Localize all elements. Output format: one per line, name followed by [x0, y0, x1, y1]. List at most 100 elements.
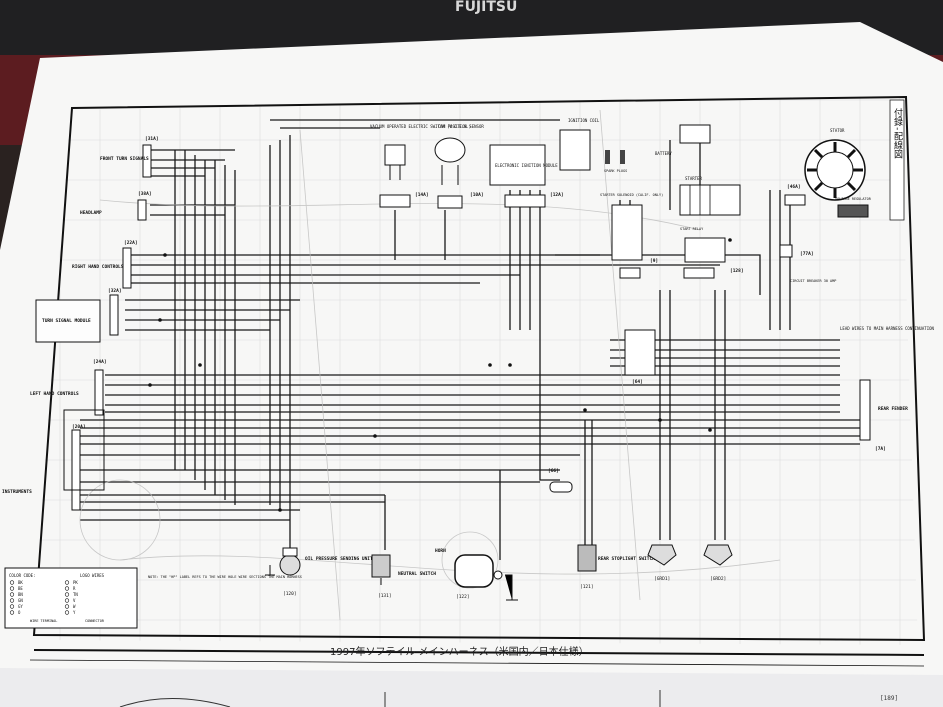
- wire-bundle: [80, 119, 860, 560]
- color-legend: COLOR CODE: LOGO WIRES WIRE TERMINAL CON…: [4, 567, 138, 629]
- conn-38a: [38A]: [138, 191, 152, 197]
- start-relay: START RELAY: [680, 227, 726, 263]
- oil-pressure-unit: OIL PRESSURE SENDING UNIT [120]: [265, 547, 373, 597]
- legend-swatch: [64, 592, 70, 597]
- legend-swatch: [64, 586, 70, 591]
- label-solenoid: STARTER SOLENOID (CALIF. ONLY): [600, 193, 663, 197]
- legend-swatch: [9, 580, 15, 585]
- label-stoplight-switch: REAR STOPLIGHT SWITCH: [598, 556, 655, 562]
- left-connectors: [35, 144, 152, 511]
- label-stator: STATOR: [830, 128, 845, 133]
- label-turn-signal-module: TURN SIGNAL MODULE: [42, 318, 91, 324]
- conn-120: [120]: [283, 591, 297, 597]
- legend-swatch: [64, 604, 70, 609]
- starter-motor: STARTER: [679, 176, 741, 216]
- label-left-hand-controls: LEFT HAND CONTROLS: [30, 391, 79, 397]
- conn-66: [66]: [548, 468, 559, 474]
- label-cam-sensor: CAM POSITION SENSOR: [438, 124, 484, 129]
- conn-22a: [22A]: [124, 240, 138, 246]
- horn: HORN [122]: [435, 548, 518, 601]
- legend-swatch: [64, 580, 70, 585]
- conn-122: [122]: [456, 594, 470, 600]
- conn-12a: [12A]: [550, 192, 564, 198]
- conn-31a: [31A]: [145, 136, 159, 142]
- label-neutral-switch: NEUTRAL SWITCH: [398, 571, 436, 577]
- label-circuit-breaker: CIRCUIT BREAKER 30 AMP: [790, 279, 836, 283]
- side-tab: [889, 99, 905, 221]
- label-starter: STARTER: [685, 176, 702, 181]
- neutral-switch: NEUTRAL SWITCH [131]: [371, 554, 436, 599]
- legend-entry: Y: [73, 610, 76, 615]
- rear-stoplight-switch: REAR STOPLIGHT SWITCH [121]: [577, 544, 655, 590]
- conn-128: [128]: [730, 268, 744, 274]
- legend-swatch: [9, 610, 15, 615]
- legend-header-right: LOGO WIRES: [80, 573, 105, 578]
- legend-footer-right: CONNECTOR: [85, 619, 105, 623]
- conn-121: [121]: [580, 584, 594, 590]
- label-voltage-regulator: VOLTAGE REGULATOR: [835, 197, 872, 201]
- label-front-turn-signals: FRONT TURN SIGNALS: [100, 156, 149, 162]
- circuit-breaker: CIRCUIT BREAKER 30 AMP: [779, 244, 836, 283]
- legend-entry: R: [73, 586, 76, 591]
- legend-entry: BN: [18, 592, 23, 597]
- legend-swatch: [9, 586, 15, 591]
- conn-14a: [14A]: [415, 192, 429, 198]
- cam-position-sensor: CAM POSITION SENSOR: [434, 124, 484, 209]
- conn-7a: [7A]: [875, 446, 886, 452]
- conn-131: [131]: [378, 593, 392, 599]
- label-grd2: [GRD2]: [710, 576, 726, 582]
- stator: STATOR: [804, 128, 866, 201]
- legend-swatch: [9, 604, 15, 609]
- ignition-module: ELECTRONIC IGNITION MODULE: [489, 144, 558, 208]
- conn-9: [9]: [650, 258, 658, 264]
- legend-entry: V: [73, 598, 76, 603]
- legend-swatch: [64, 598, 70, 603]
- label-oil-pressure: OIL PRESSURE SENDING UNIT: [305, 556, 373, 562]
- ground-grd2: [GRD2]: [703, 544, 733, 582]
- legend-entry: BE: [18, 586, 23, 591]
- label-horn: HORN: [435, 548, 446, 554]
- page-number: [189]: [880, 695, 898, 702]
- label-battery: BATTERY: [655, 151, 672, 156]
- legend-entry: W: [73, 604, 76, 609]
- legend-swatch: [64, 610, 70, 615]
- label-headlamp: HEADLAMP: [80, 210, 102, 216]
- conn-24a: [24A]: [93, 359, 107, 365]
- legend-entry: GN: [18, 598, 23, 603]
- legend-entry: TN: [73, 592, 78, 597]
- label-ignition-coil: IGNITION COIL: [568, 118, 600, 123]
- starter-solenoid: STARTER SOLENOID (CALIF. ONLY): [600, 193, 663, 261]
- label-start-relay: START RELAY: [680, 227, 704, 231]
- voes-switch: VACUUM OPERATED ELECTRIC SWITCH (V.O.E.S…: [370, 124, 471, 208]
- label-ignition-module: ELECTRONIC IGNITION MODULE: [495, 163, 558, 168]
- label-instruments: INSTRUMENTS: [2, 489, 32, 495]
- label-spark-plugs: SPARK PLUGS: [604, 169, 627, 173]
- legend-entry: O: [18, 610, 21, 615]
- label-voes: VACUUM OPERATED ELECTRIC SWITCH (V.O.E.S…: [370, 124, 471, 129]
- legend-entry: BK: [18, 580, 23, 585]
- conn-32a: [32A]: [108, 288, 122, 294]
- battery: BATTERY: [655, 124, 711, 156]
- conn-77a: [77A]: [800, 251, 814, 257]
- label-lead-wires: LEAD WIRES TO MAIN HARNESS CONTINUATION: [840, 326, 935, 331]
- conn-46a: [46A]: [787, 184, 801, 190]
- legend-swatch: [9, 592, 15, 597]
- label-rear-fender: REAR FENDER: [878, 406, 908, 412]
- legend-swatch: [9, 598, 15, 603]
- legend-entry: GY: [18, 604, 23, 609]
- monitor-brand: FUJITSU: [455, 0, 517, 15]
- legend-entry: PK: [73, 580, 78, 585]
- conn-20a: [20A]: [72, 424, 86, 430]
- label-right-hand-controls: RIGHT HAND CONTROLS: [72, 264, 124, 270]
- wire-note: NOTE: THE "HP" LABEL REFS TO THE WIRE HO…: [148, 575, 302, 579]
- legend-title: COLOR CODE:: [9, 573, 36, 578]
- conn-10a: [10A]: [470, 192, 484, 198]
- sheet-caption: 1997年ソフテイル メインハーネス（米国内／日本仕様）: [330, 645, 589, 658]
- sheet-border: [32, 95, 926, 642]
- label-grd1: [GRD1]: [654, 576, 670, 582]
- ignition-coil: IGNITION COIL SPARK PLUGS: [559, 118, 627, 173]
- legend-footer-left: WIRE TERMINAL: [30, 619, 57, 623]
- side-tab-label: 付録-配線図: [892, 108, 903, 159]
- ground-grd1: [GRD1]: [647, 544, 677, 582]
